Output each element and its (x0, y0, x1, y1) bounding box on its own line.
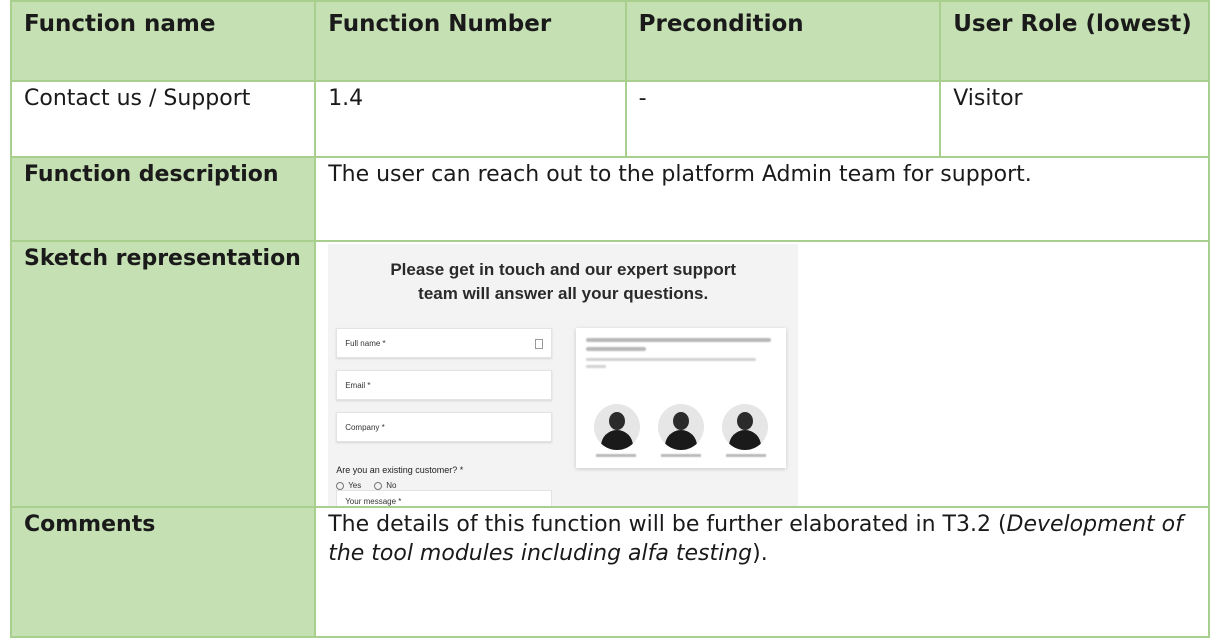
sketch-heading-line-2: team will answer all your questions. (418, 284, 709, 303)
sketch-label: Sketch representation (9, 240, 317, 508)
comments-text-end: ). (752, 541, 768, 566)
header-precondition: Precondition (624, 0, 942, 82)
header-row: Function name Function Number Preconditi… (9, 0, 1210, 82)
header-user-role: User Role (lowest) (939, 0, 1210, 82)
radio-no: No (374, 471, 396, 500)
team-member-avatar (658, 404, 705, 450)
existing-customer-question: Are you an existing customer? * (336, 465, 464, 475)
blurred-caption (726, 454, 767, 457)
blurred-text-line (586, 365, 607, 368)
radio-circle-icon (374, 481, 383, 490)
support-team-card (576, 328, 787, 468)
sketch-row: Sketch representation Please get in touc… (9, 240, 1210, 508)
blurred-text-line (586, 347, 647, 351)
company-field: Company * (336, 412, 553, 442)
function-name-value: Contact us / Support (9, 80, 317, 158)
function-spec-table: Function name Function Number Preconditi… (9, 0, 1210, 638)
comments-text: The details of this function will be fur… (314, 506, 1210, 638)
message-field: Your message * (336, 490, 553, 506)
sketch-heading: Please get in touch and our expert suppo… (328, 258, 798, 306)
function-number-value: 1.4 (314, 80, 627, 158)
email-label: Email * (345, 381, 371, 390)
radio-no-label: No (386, 481, 397, 490)
blurred-text-line (586, 358, 757, 361)
values-row: Contact us / Support 1.4 - Visitor (9, 80, 1210, 158)
description-row: Function description The user can reach … (9, 156, 1210, 242)
team-member-avatar (722, 404, 769, 450)
comments-task-title: Development of the tool modules includin… (328, 512, 1183, 566)
company-label: Company * (345, 423, 385, 432)
contact-card-icon (535, 339, 544, 349)
blurred-text-line (586, 338, 772, 342)
contact-form-sketch: Please get in touch and our expert suppo… (328, 244, 799, 506)
blurred-caption (661, 454, 702, 457)
description-label: Function description (9, 156, 317, 242)
user-role-value: Visitor (939, 80, 1210, 158)
description-text: The user can reach out to the platform A… (314, 156, 1210, 242)
full-name-field: Full name * (336, 328, 553, 358)
comments-label: Comments (9, 506, 317, 638)
precondition-value: - (624, 80, 942, 158)
blurred-caption (596, 454, 637, 457)
message-label: Your message * (345, 497, 402, 506)
team-member-avatar (594, 404, 641, 450)
radio-yes-label: Yes (348, 481, 362, 490)
full-name-label: Full name * (345, 339, 386, 348)
comments-text-start: The details of this function will be fur… (328, 512, 1007, 537)
comments-row: Comments The details of this function wi… (9, 506, 1210, 638)
email-field: Email * (336, 370, 553, 400)
header-function-number: Function Number (314, 0, 627, 82)
sketch-cell: Please get in touch and our expert suppo… (314, 240, 1210, 508)
radio-circle-icon (336, 481, 345, 490)
radio-yes: Yes (336, 471, 361, 500)
header-function-name: Function name (9, 0, 317, 82)
sketch-heading-line-1: Please get in touch and our expert suppo… (390, 260, 737, 279)
